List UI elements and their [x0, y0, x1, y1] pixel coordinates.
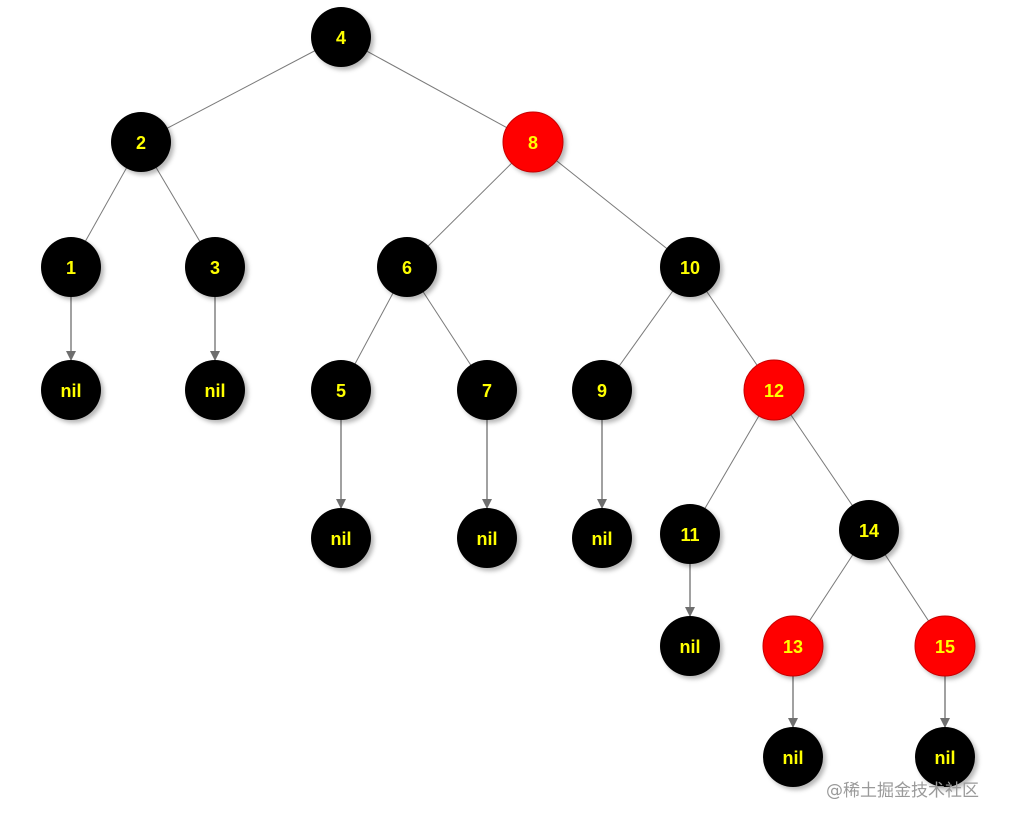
node-circle-nil15 — [915, 727, 975, 787]
node-label-n10: 10 — [680, 258, 700, 278]
node-label-n3: 3 — [210, 258, 220, 278]
node-circle-n14 — [839, 500, 899, 560]
tree-node-n4: 4 — [311, 7, 371, 67]
node-label-n11: 11 — [680, 525, 699, 545]
node-circle-n13 — [762, 615, 824, 677]
node-label-nil3: nil — [205, 381, 226, 401]
node-circle-n5 — [311, 360, 371, 420]
node-circle-n10 — [660, 237, 720, 297]
node-label-n9: 9 — [597, 381, 607, 401]
edge-n4-n8 — [340, 36, 534, 143]
node-label-n13: 13 — [783, 637, 803, 657]
node-label-n14: 14 — [859, 521, 879, 541]
tree-node-nil7: nil — [457, 508, 517, 568]
tree-node-nil13: nil — [763, 727, 823, 787]
node-circle-n2 — [111, 112, 171, 172]
node-label-n6: 6 — [402, 258, 412, 278]
watermark-text: @稀土掘金技术社区 — [826, 781, 979, 801]
node-label-n12: 12 — [764, 381, 784, 401]
node-circle-nil11 — [660, 616, 720, 676]
tree-node-n7: 7 — [457, 360, 517, 420]
tree-node-nil11: nil — [660, 616, 720, 676]
node-label-nil1: nil — [61, 381, 82, 401]
tree-node-n12: 12 — [743, 359, 805, 421]
node-circle-nil9 — [572, 508, 632, 568]
edge-n4-n2 — [140, 36, 342, 143]
tree-node-n5: 5 — [311, 360, 371, 420]
node-label-n5: 5 — [336, 381, 346, 401]
tree-node-n10: 10 — [660, 237, 720, 297]
node-label-nil5: nil — [331, 529, 352, 549]
tree-node-n13: 13 — [762, 615, 824, 677]
tree-node-n1: 1 — [41, 237, 101, 297]
node-label-n7: 7 — [482, 381, 492, 401]
tree-node-nil3: nil — [185, 360, 245, 420]
node-circle-nil13 — [763, 727, 823, 787]
node-circle-n4 — [311, 7, 371, 67]
tree-node-n11: 11 — [660, 504, 720, 564]
node-label-n1: 1 — [66, 258, 76, 278]
node-circle-nil3 — [185, 360, 245, 420]
tree-node-n8: 8 — [502, 111, 564, 173]
node-circle-nil7 — [457, 508, 517, 568]
node-circle-n3 — [185, 237, 245, 297]
node-circle-nil5 — [311, 508, 371, 568]
tree-node-nil9: nil — [572, 508, 632, 568]
node-label-nil9: nil — [592, 529, 613, 549]
node-circle-n15 — [914, 615, 976, 677]
node-circle-n12 — [743, 359, 805, 421]
tree-node-nil1: nil — [41, 360, 101, 420]
tree-node-nil5: nil — [311, 508, 371, 568]
node-label-n8: 8 — [528, 133, 538, 153]
tree-node-n15: 15 — [914, 615, 976, 677]
node-label-n4: 4 — [336, 28, 346, 48]
node-circle-nil1 — [41, 360, 101, 420]
node-circle-n6 — [377, 237, 437, 297]
node-label-nil7: nil — [477, 529, 498, 549]
tree-node-n9: 9 — [572, 360, 632, 420]
node-circle-n9 — [572, 360, 632, 420]
node-label-n15: 15 — [935, 637, 955, 657]
node-label-nil11: nil — [680, 637, 701, 657]
tree-node-n2: 2 — [111, 112, 171, 172]
node-label-nil15: nil — [935, 748, 956, 768]
node-circle-n11 — [660, 504, 720, 564]
node-label-nil13: nil — [783, 748, 804, 768]
tree-node-n14: 14 — [839, 500, 899, 560]
node-circle-n1 — [41, 237, 101, 297]
tree-node-nil15: nil — [915, 727, 975, 787]
edge-n8-n10 — [532, 141, 691, 268]
node-label-n2: 2 — [136, 133, 146, 153]
tree-node-n3: 3 — [185, 237, 245, 297]
node-circle-n7 — [457, 360, 517, 420]
tree-node-n6: 6 — [377, 237, 437, 297]
node-circle-n8 — [502, 111, 564, 173]
